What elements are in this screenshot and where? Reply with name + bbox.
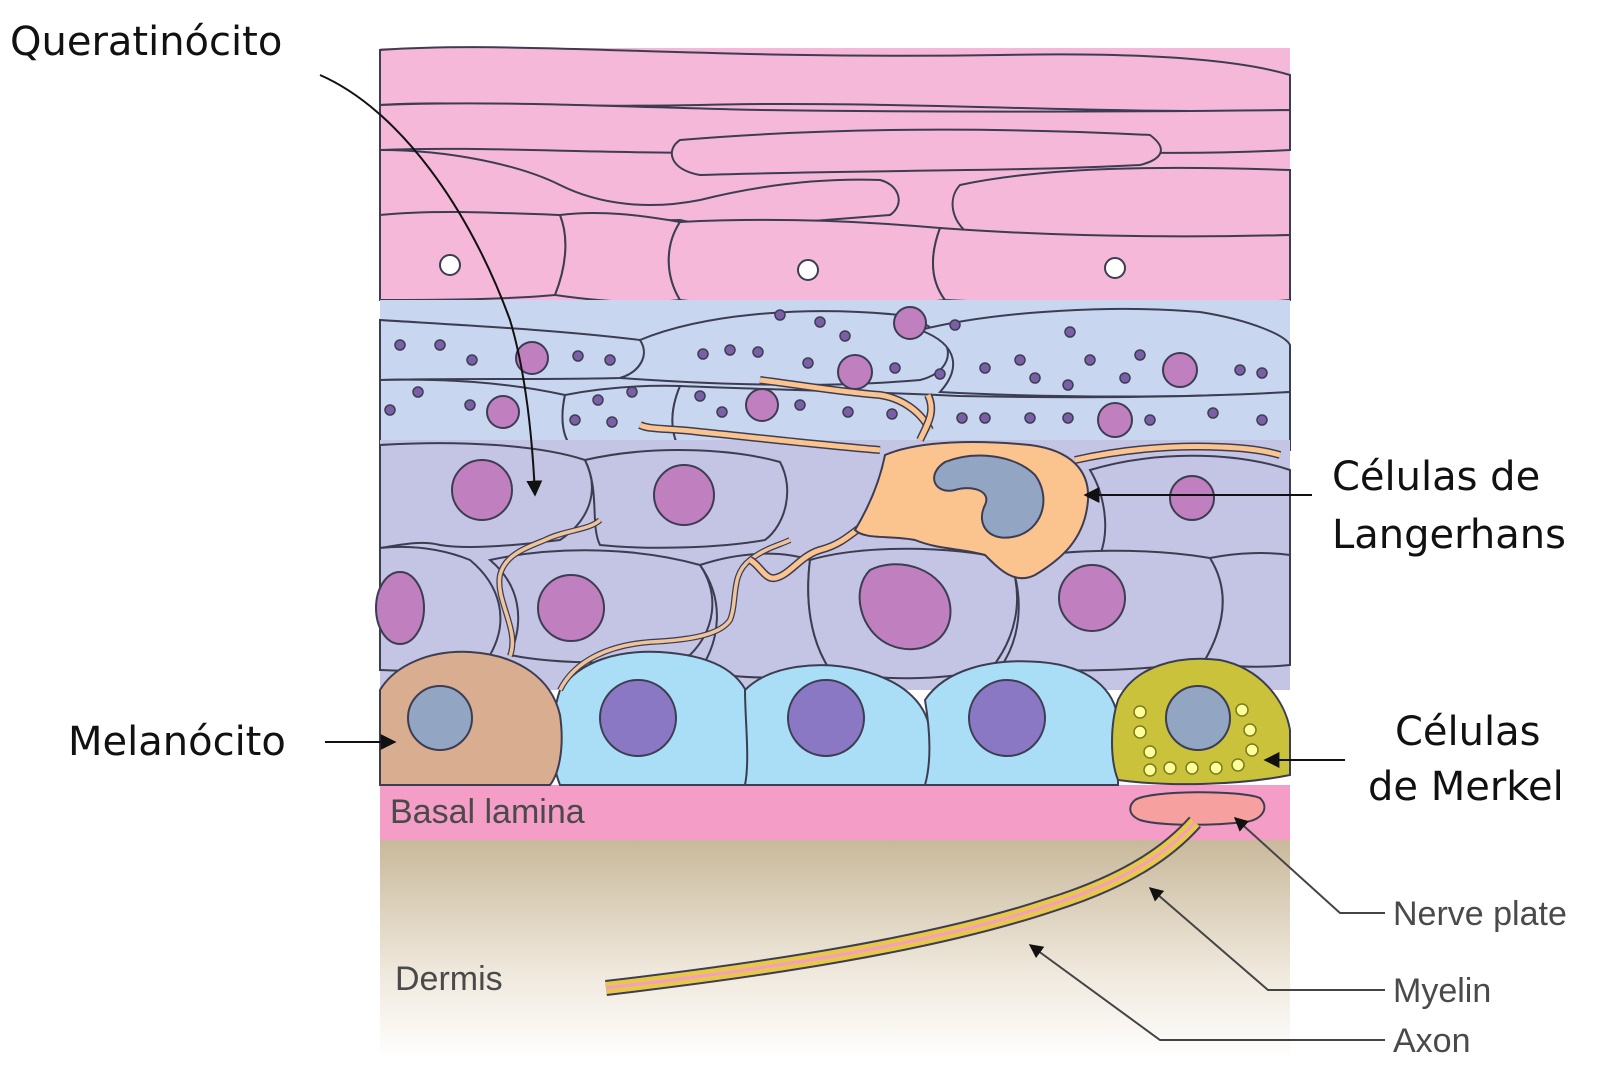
- dermis-label: Dermis: [395, 960, 503, 998]
- stratum-granulosum: [379, 300, 1291, 451]
- keratohyalin-granules: [384, 309, 1268, 428]
- merkel-cell: [1111, 657, 1291, 786]
- langerhans-label-line2: Langerhans: [1332, 512, 1566, 558]
- axon-label: Axon: [1393, 1022, 1471, 1060]
- merkel-label-line2: de Merkel: [1368, 764, 1564, 810]
- merkel-granules: [1133, 703, 1259, 777]
- corneum-nucleus: [1104, 257, 1126, 279]
- nerve-fiber: [605, 816, 1201, 996]
- merkel-label-line1: Células: [1395, 709, 1540, 755]
- granular-nuclei: [486, 306, 1198, 438]
- corneum-nucleus: [439, 254, 461, 276]
- nerve-plate-label: Nerve plate: [1393, 895, 1567, 933]
- basal-lamina-label: Basal lamina: [390, 793, 585, 831]
- melanocyte-label: Melanócito: [68, 719, 286, 765]
- melanocyte-cell: [379, 517, 792, 786]
- stratum-corneum: [379, 46, 1291, 310]
- spinous-nuclei: [375, 459, 1215, 651]
- myelin-label: Myelin: [1393, 972, 1491, 1010]
- nerve-plate-leader: [1233, 817, 1385, 914]
- stratum-basale: [551, 650, 1119, 786]
- axon-leader: [1028, 944, 1385, 1041]
- corneum-nucleus: [797, 259, 819, 281]
- langerhans-cell: [638, 376, 1282, 583]
- keratinocyte-arrow: [319, 74, 543, 497]
- langerhans-label-line1: Células de: [1332, 454, 1540, 500]
- myelin-leader: [1148, 887, 1385, 991]
- basal-nuclei: [599, 679, 1046, 757]
- nerve-plate: [1129, 791, 1266, 826]
- keratinocyte-label: Queratinócito: [10, 19, 282, 65]
